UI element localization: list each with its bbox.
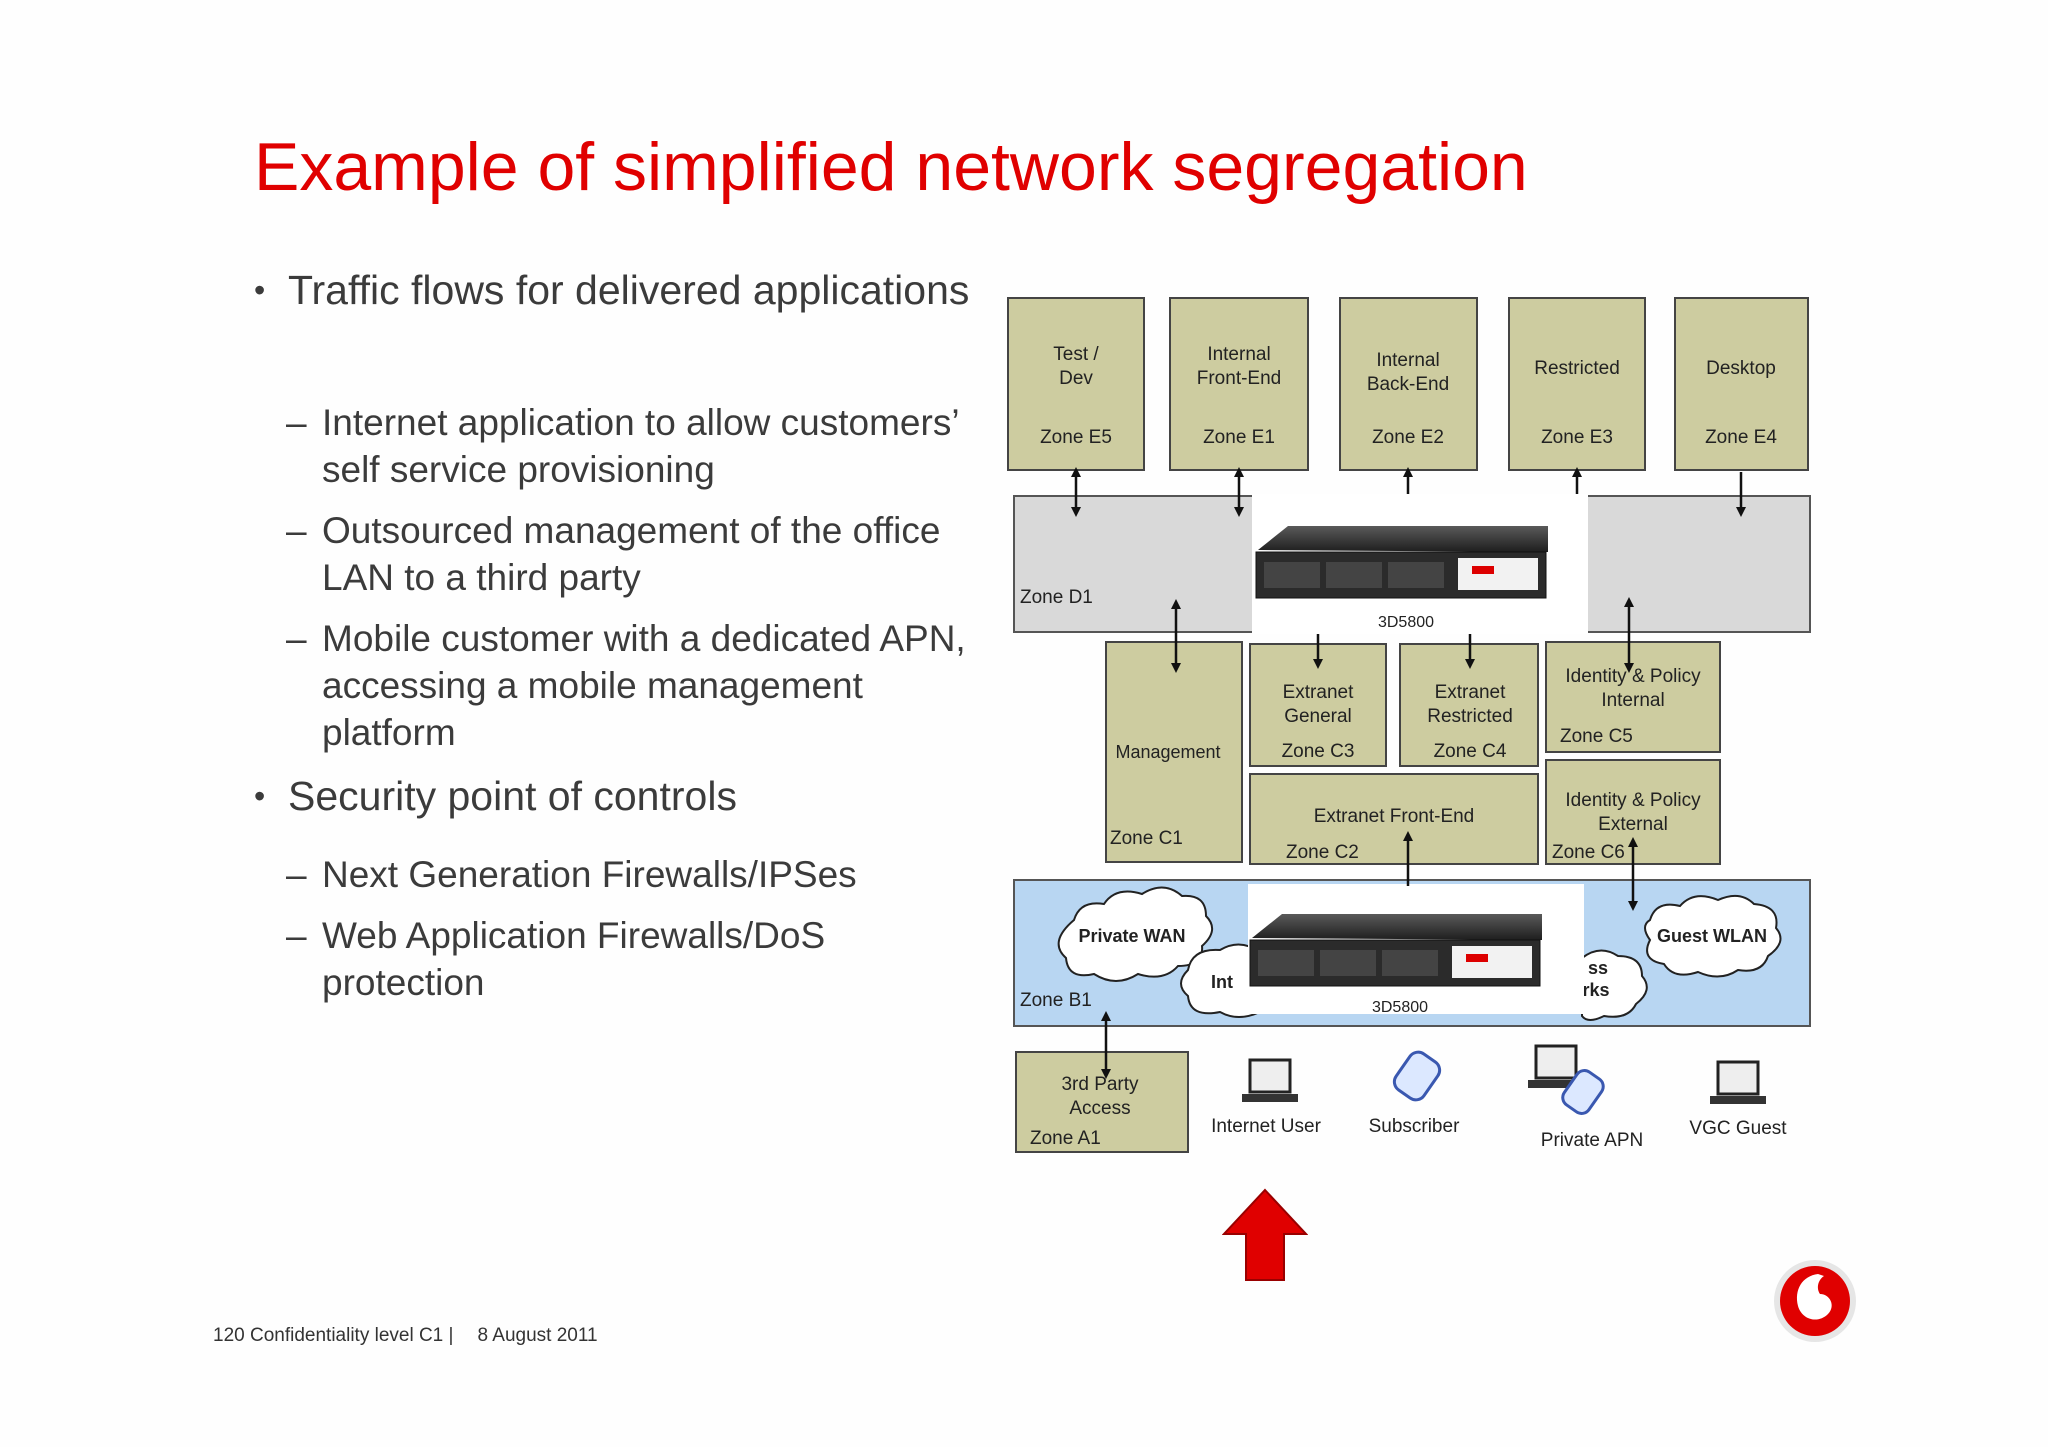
internet-partial-label: Int — [1211, 972, 1233, 992]
zone-a1-label: Zone A1 — [1030, 1128, 1101, 1149]
footer: 120 Confidentiality level C1 | 8 August 2… — [213, 1325, 598, 1347]
sub-bullet-text: Mobile customer with a dedicated APN, ac… — [322, 618, 966, 753]
zone-c6-label: Zone C6 — [1552, 842, 1625, 863]
slide-title: Example of simplified network segregatio… — [254, 129, 1528, 205]
extranet-general-zone-c3: Extranet General Zone C3 — [1249, 643, 1387, 767]
zone-e4-name: Desktop — [1706, 358, 1776, 379]
identity-external-name2: External — [1598, 814, 1668, 835]
zone-e2-name2: Back-End — [1367, 374, 1449, 395]
bullet-dot-icon: • — [254, 778, 266, 814]
sub-bullet-text: Internet application to allow customers’… — [322, 402, 959, 490]
zone-e2-box: Internal Back-End Zone E2 — [1339, 297, 1478, 471]
internet-user-laptop-icon — [1242, 1058, 1298, 1102]
guest-wlan-cloud: Guest WLAN — [1644, 894, 1782, 978]
identity-external-name: Identity & Policy — [1565, 790, 1701, 811]
dash-icon: – — [286, 510, 307, 551]
zone-c3-label: Zone C3 — [1282, 741, 1355, 762]
zone-e2-label: Zone E2 — [1372, 427, 1444, 448]
third-party-line1: 3rd Party — [1061, 1074, 1139, 1095]
dash-icon: – — [286, 402, 307, 443]
identity-internal-name: Identity & Policy — [1565, 666, 1701, 687]
bullet-dot-icon: • — [254, 272, 266, 308]
zone-e4-label: Zone E4 — [1705, 427, 1777, 448]
zone-e3-box: Restricted Zone E3 — [1508, 297, 1646, 471]
bullet-text: Security point of controls — [288, 773, 737, 819]
extranet-frontend-name: Extranet Front-End — [1314, 806, 1475, 827]
zone-c4-label: Zone C4 — [1434, 741, 1507, 762]
device-label-bottom: 3D5800 — [1372, 999, 1428, 1016]
device-label-top: 3D5800 — [1378, 614, 1434, 631]
zone-e5-box: Test / Dev Zone E5 — [1007, 297, 1145, 471]
zone-d1-label: Zone D1 — [1020, 587, 1093, 608]
zone-b1-label: Zone B1 — [1020, 990, 1092, 1011]
zone-e1-box: Internal Front-End Zone E1 — [1169, 297, 1309, 471]
footer-date: 8 August 2011 — [477, 1325, 598, 1346]
vgc-guest-label: VGC Guest — [1689, 1118, 1787, 1139]
zone-e1-name: Internal — [1207, 344, 1270, 365]
extranet-restricted-name2: Restricted — [1427, 706, 1513, 727]
third-party-line2: Access — [1069, 1098, 1130, 1119]
zone-c1-label: Zone C1 — [1110, 828, 1183, 849]
extranet-general-name2: General — [1284, 706, 1352, 727]
sub-bullet-text: Outsourced management of the office LAN … — [322, 510, 941, 598]
private-wan-cloud: Private WAN — [1057, 886, 1213, 982]
dash-icon: – — [286, 854, 307, 895]
zone-e3-name: Restricted — [1534, 358, 1620, 379]
zone-e5-name: Test / — [1053, 344, 1099, 365]
internet-cloud: Int — [1180, 943, 1261, 1018]
zone-c2-label: Zone C2 — [1286, 842, 1359, 863]
subscriber-phone-icon — [1392, 1050, 1442, 1102]
bullet-text: Traffic flows for delivered applications — [288, 267, 970, 313]
red-up-arrow-icon — [1222, 1188, 1308, 1281]
zone-e3-label: Zone E3 — [1541, 427, 1613, 448]
identity-internal-name2: Internal — [1601, 690, 1664, 711]
dash-icon: – — [286, 915, 307, 956]
vgc-guest-laptop-icon — [1710, 1060, 1766, 1104]
footer-page-confidentiality: 120 Confidentiality level C1 | — [213, 1325, 454, 1346]
wireless-partial-label-1: ss — [1588, 958, 1608, 978]
zone-e4-box: Desktop Zone E4 — [1674, 297, 1809, 471]
private-wan-label: Private WAN — [1078, 926, 1185, 946]
firewall-device-bottom: 3D5800 — [1248, 884, 1584, 1016]
wireless-networks-cloud: ss rks — [1581, 949, 1648, 1021]
wireless-partial-label-2: rks — [1582, 980, 1609, 1000]
zone-e1-label: Zone E1 — [1203, 427, 1275, 448]
guest-wlan-label: Guest WLAN — [1657, 926, 1767, 946]
vodafone-logo-icon — [1774, 1260, 1856, 1342]
private-apn-phone-icon — [1561, 1069, 1605, 1115]
extranet-frontend-zone-c2: Extranet Front-End Zone C2 — [1249, 773, 1539, 865]
management-zone-c1: Management Zone C1 — [1105, 641, 1243, 863]
third-party-zone-a1: 3rd Party Access Zone A1 — [1015, 1051, 1189, 1153]
zone-e2-name: Internal — [1376, 350, 1439, 371]
zone-e1-name2: Front-End — [1197, 368, 1281, 389]
network-segregation-diagram: Test / Dev Zone E5 Internal Front-End Zo… — [1007, 297, 1811, 1153]
firewall-device-top: 3D5800 — [1252, 494, 1588, 634]
private-apn-label: Private APN — [1541, 1130, 1643, 1151]
extranet-general-name: Extranet — [1283, 682, 1354, 703]
dash-icon: – — [286, 618, 307, 659]
connector-arrows — [1071, 467, 1746, 1079]
zone-e5-label: Zone E5 — [1040, 427, 1112, 448]
sub-bullet-text: Next Generation Firewalls/IPSes — [322, 854, 857, 895]
zone-c5-label: Zone C5 — [1560, 726, 1633, 747]
internet-user-label: Internet User — [1211, 1116, 1321, 1137]
extranet-restricted-name: Extranet — [1435, 682, 1506, 703]
sub-bullet-text: Web Application Firewalls/DoS protection — [322, 915, 826, 1003]
identity-internal-zone-c5: Identity & Policy Internal Zone C5 — [1545, 641, 1721, 753]
management-label: Management — [1115, 742, 1220, 762]
private-apn-laptop-icon — [1528, 1044, 1584, 1088]
subscriber-label: Subscriber — [1369, 1116, 1460, 1137]
zone-e5-name2: Dev — [1059, 368, 1093, 389]
